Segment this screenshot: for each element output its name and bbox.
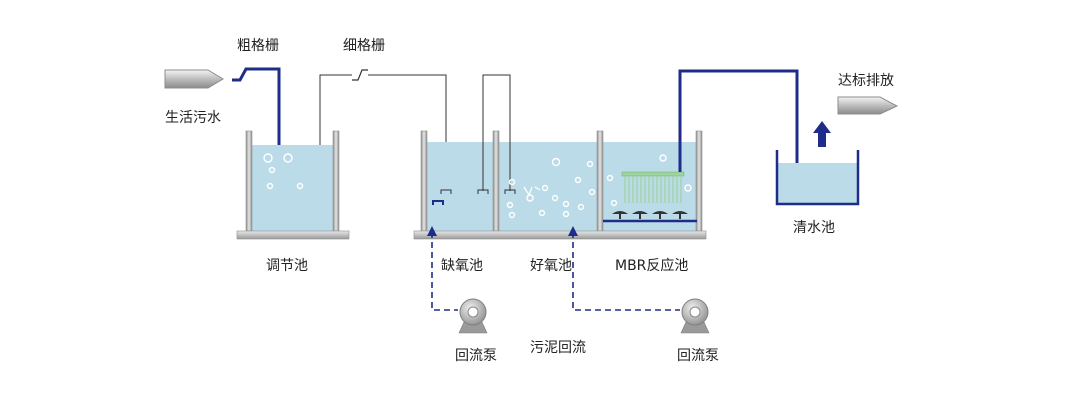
anoxic-tank-label: 缺氧池: [441, 258, 483, 274]
coarse-screen-label: 粗格栅: [237, 38, 279, 54]
equalization-tank-wall-left: [245, 130, 253, 232]
inlet-label: 生活污水: [165, 110, 221, 126]
main-tank-wall-left: [420, 130, 428, 232]
dosing-outlet-3: [504, 189, 516, 194]
equalization-tank-base: [236, 230, 350, 240]
mbr-tank-bubbles: [606, 154, 692, 207]
main-tank-water: [426, 142, 697, 231]
aerobic-tank-bubbles: [506, 157, 596, 219]
internal-return-line: [431, 232, 458, 311]
mbr-tank-label: MBR反应池: [615, 258, 689, 274]
sludge-return-line: [572, 232, 680, 311]
fine-screen-symbol: [352, 69, 368, 81]
sludge-return-label: 污泥回流: [530, 340, 586, 356]
equalization-tank-label: 调节池: [266, 258, 308, 274]
coarse-screen-symbol: [232, 67, 256, 82]
inlet-arrow: [164, 69, 224, 89]
equalization-tank-bubbles: [263, 153, 304, 190]
aerobic-tank-label: 好氧池: [530, 258, 572, 274]
main-tank-wall-right: [695, 130, 703, 232]
clear-water-tank-label: 清水池: [793, 220, 835, 236]
sludge-return-arrow: [568, 226, 578, 236]
mbr-diffusers: [612, 211, 688, 219]
clear-water-tank-water: [778, 163, 857, 203]
outlet-arrow: [837, 96, 899, 115]
return-pump-2: [680, 298, 710, 334]
permeate-pipe: [678, 69, 799, 172]
main-tank-divider-2: [596, 130, 604, 232]
main-tank-base: [413, 230, 707, 240]
outlet-label: 达标排放: [838, 73, 894, 89]
main-tank-divider-1: [492, 130, 500, 232]
clear-water-up-arrow: [813, 121, 831, 147]
return-pump-1: [458, 298, 488, 334]
return-pump-2-label: 回流泵: [677, 348, 719, 364]
dosing-outlet-2: [477, 189, 489, 194]
equalization-tank-wall-right: [332, 130, 340, 232]
dosing-outlet-1: [440, 189, 452, 194]
return-pump-1-label: 回流泵: [455, 348, 497, 364]
internal-return-arrow: [427, 226, 437, 236]
mbr-membrane-module: [621, 171, 685, 203]
dosing-line-1: [482, 74, 511, 191]
clear-water-tank-outline: [775, 150, 860, 206]
aerobic-flow-mark: [523, 186, 541, 197]
fine-screen-label: 细格栅: [343, 38, 385, 54]
anoxic-mixer: [432, 200, 444, 205]
